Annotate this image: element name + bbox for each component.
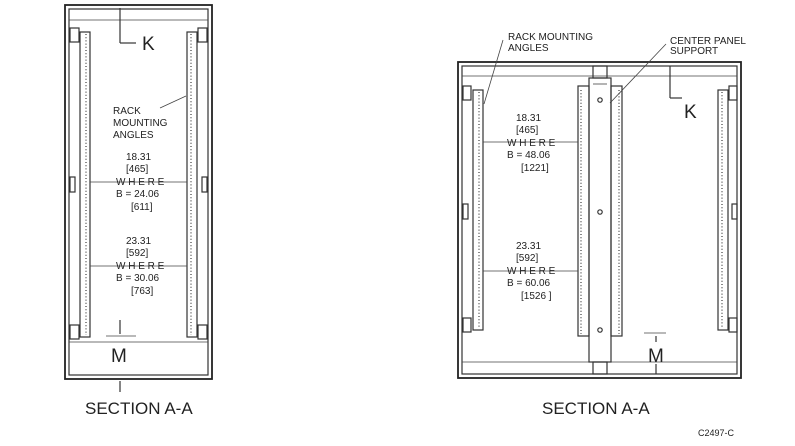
center-panel-support <box>588 77 612 363</box>
right-section-title: SECTION A-A <box>542 399 650 418</box>
right-rack-label: RACK MOUNTING ANGLES <box>508 32 596 54</box>
left-rack-angle-right <box>186 31 198 338</box>
left-k-label: K <box>142 34 155 55</box>
right-dim2-text: 23.31 [592] W H E R E B = 60.06 [1526 ] <box>507 241 558 302</box>
right-m-label: M <box>648 346 664 367</box>
right-rack-angle-right <box>717 89 729 331</box>
left-section-view: K RACK MOUNTING ANGLES 18.31 [465] W H E… <box>64 4 213 418</box>
left-enclosure-outer <box>64 4 213 380</box>
left-dim1-text: 18.31 [465] W H E R E B = 24.06 [611] <box>116 152 167 213</box>
right-dim1-text: 18.31 [465] W H E R E B = 48.06 [1221] <box>507 113 558 174</box>
left-rack-angle-left <box>79 31 91 338</box>
left-section-title: SECTION A-A <box>85 399 193 418</box>
right-k-label: K <box>684 102 697 123</box>
left-enclosure-inner <box>68 8 209 376</box>
left-rack-label: RACK MOUNTING ANGLES <box>113 106 170 141</box>
drawing-code: C2497-C <box>698 428 735 438</box>
center-panel-label: CENTER PANEL SUPPORT <box>670 36 748 57</box>
right-section-view: K RACK MOUNTING ANGLES CENTER PANEL SUPP… <box>457 32 748 418</box>
right-enclosure-outer <box>457 61 742 379</box>
right-rack-angle-left <box>472 89 484 331</box>
left-dim2-text: 23.31 [592] W H E R E B = 30.06 [763] <box>116 236 167 297</box>
left-m-label: M <box>111 346 127 367</box>
